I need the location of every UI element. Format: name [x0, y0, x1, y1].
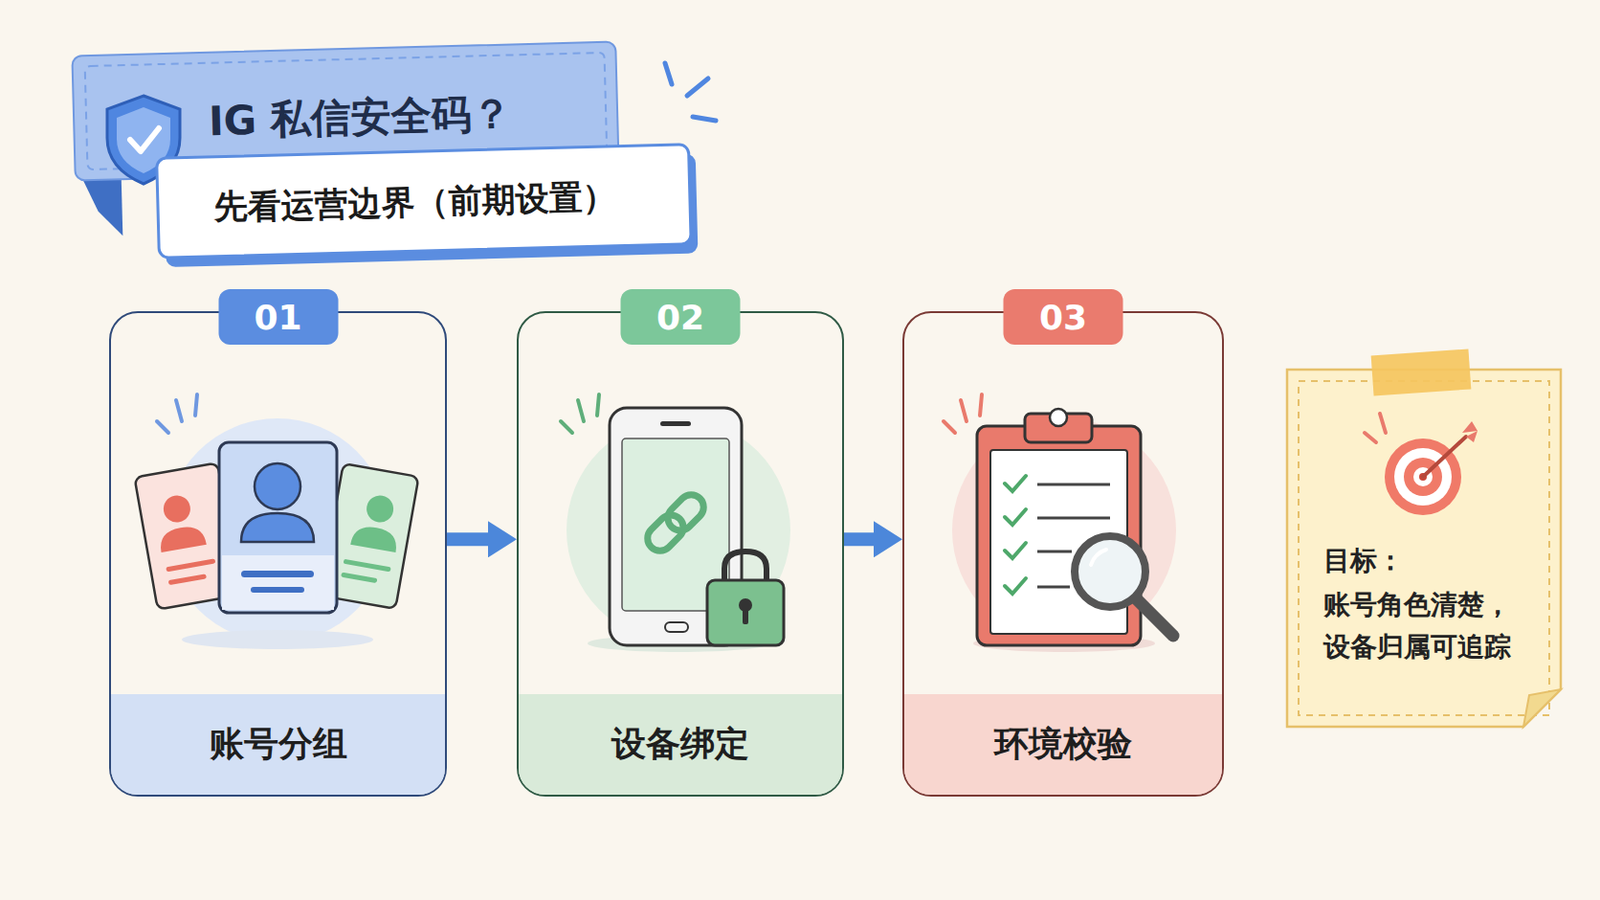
spark-line [687, 78, 709, 96]
subtitle-label: 先看运营边界（前期设置） [213, 176, 617, 229]
phone-button [665, 622, 689, 632]
subtitle-box [156, 144, 692, 259]
profile-body [157, 523, 207, 553]
check-mark [1004, 542, 1026, 558]
step-label: 环境校验 [904, 693, 1223, 795]
profile-line [241, 570, 314, 578]
note-fold [1523, 688, 1561, 727]
check-mark [1004, 475, 1026, 491]
sticky-note [1287, 369, 1561, 727]
step-number: 03 [1003, 288, 1124, 345]
spark-line [943, 421, 956, 433]
tape-strip [1371, 348, 1472, 396]
profile-footer [222, 555, 334, 610]
flow-arrow [844, 532, 884, 546]
magnifier-lens [1074, 535, 1146, 607]
lock-shackle [724, 551, 767, 582]
note-stitch [1298, 380, 1550, 715]
lock-body [707, 579, 784, 645]
check-mark [1004, 577, 1026, 594]
target-ring [1394, 447, 1452, 506]
profile-line [343, 558, 392, 573]
magnifier-handle [1136, 599, 1174, 636]
profile-line [168, 573, 207, 585]
list-line [1037, 550, 1072, 554]
step-number: 02 [621, 288, 741, 345]
spark-line [979, 394, 982, 416]
profile-line [250, 586, 305, 593]
spark-line [176, 400, 182, 422]
step-label: 账号分组 [111, 693, 445, 795]
list-line [1037, 585, 1070, 589]
target-ring [1384, 438, 1462, 515]
profile-head [364, 492, 396, 524]
link-icon [663, 488, 710, 535]
dart-fletching [1462, 421, 1478, 443]
list-line [1037, 516, 1111, 520]
spark-line [1379, 413, 1386, 433]
spark-line [560, 421, 573, 433]
spark-line [1364, 432, 1377, 443]
spark-line [692, 116, 716, 121]
note-heading: 目标： [1323, 541, 1542, 580]
check-mark [130, 128, 159, 152]
target-center [1419, 472, 1427, 481]
profile-head [161, 492, 193, 524]
list-line [1037, 483, 1111, 487]
spark-line [195, 394, 198, 416]
spark-line [577, 400, 584, 422]
sticky-note: 目标：账号角色清楚， 设备归属可追踪 [1287, 369, 1561, 727]
profile-body [350, 523, 400, 553]
profile-line [165, 557, 216, 572]
flow-arrow [446, 532, 498, 546]
profile-line [340, 572, 378, 584]
step-label: 设备绑定 [518, 693, 843, 795]
spark-line [665, 63, 672, 85]
note-body: 账号角色清楚， 设备归属可追踪 [1323, 583, 1527, 668]
clipboard-ring [1049, 408, 1067, 426]
spark-line [156, 421, 169, 433]
target-ring [1403, 457, 1443, 496]
lock-keyhole [742, 608, 749, 624]
phone-speaker [660, 421, 691, 426]
check-mark [1004, 509, 1026, 525]
dart-shaft [1422, 436, 1467, 477]
spark-line [960, 400, 967, 422]
lens-glint [1090, 549, 1107, 565]
profile-card [219, 442, 337, 613]
spark-line [597, 394, 600, 416]
step-card: 01账号分组 [109, 311, 447, 797]
step-card: 02设备绑定 [516, 311, 845, 797]
diagram-title: IG 私信安全码？ [207, 89, 512, 146]
profile-body [241, 512, 314, 542]
icon-shadow [181, 629, 374, 649]
step-number: 01 [218, 288, 338, 345]
target-ring [1413, 466, 1433, 487]
step-card: 03环境校验 [902, 311, 1224, 797]
profile-head [254, 463, 301, 510]
